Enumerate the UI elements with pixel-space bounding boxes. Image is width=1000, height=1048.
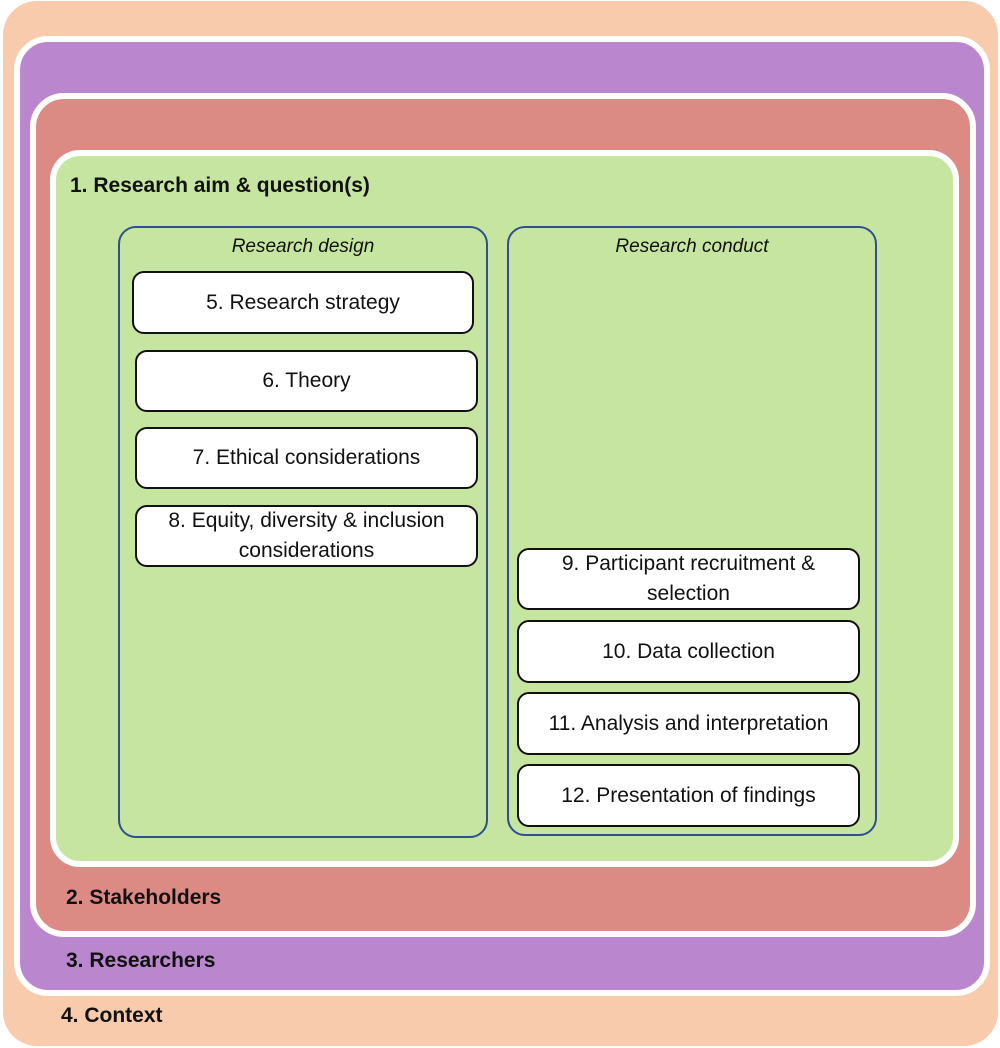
research-conduct-title: Research conduct — [615, 236, 769, 257]
participant-recruitment-box: 9. Participant recruitment & selection — [517, 548, 860, 610]
data-collection-box: 10. Data collection — [517, 620, 860, 683]
ethical-considerations-box: 7. Ethical considerations — [135, 427, 478, 489]
stakeholders-label: 2. Stakeholders — [66, 886, 222, 909]
research-strategy-box: 5. Research strategy — [132, 271, 474, 334]
research-design-panel: Research design — [118, 226, 488, 838]
presentation-of-findings-box: 12. Presentation of findings — [517, 764, 860, 827]
equity-diversity-inclusion-box: 8. Equity, diversity & inclusion conside… — [135, 505, 478, 567]
research-aim-label: 1. Research aim & question(s) — [70, 174, 370, 197]
context-label: 4. Context — [61, 1004, 163, 1027]
analysis-interpretation-box: 11. Analysis and interpretation — [517, 692, 860, 755]
researchers-label: 3. Researchers — [66, 949, 216, 972]
research-conduct-panel: Research conduct — [507, 226, 877, 836]
research-design-title: Research design — [231, 236, 375, 257]
theory-box: 6. Theory — [135, 350, 478, 412]
